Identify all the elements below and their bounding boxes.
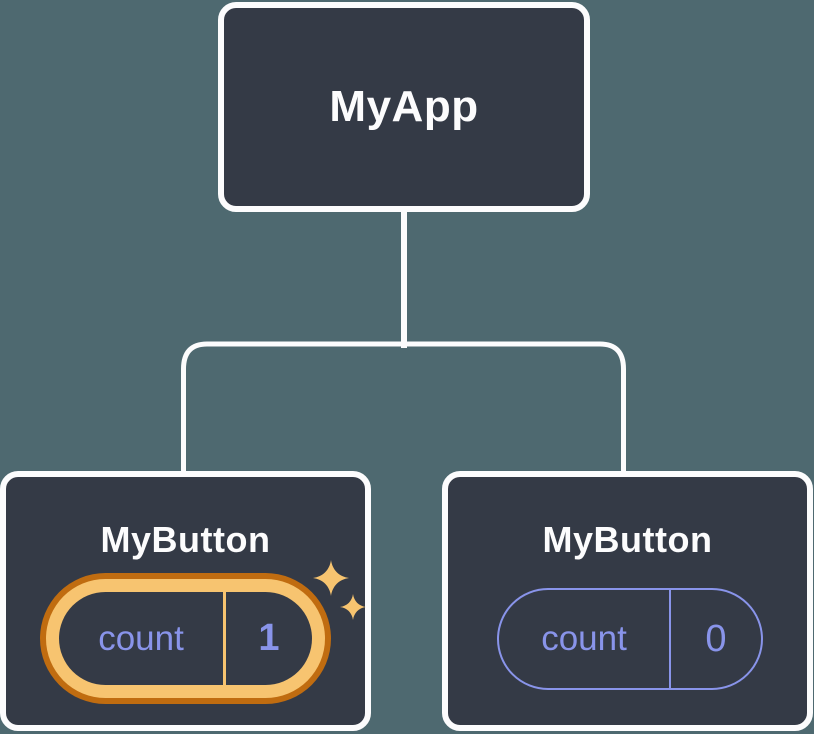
state-value-label: 0 bbox=[705, 617, 727, 660]
node-mybutton-1-label: MyButton bbox=[100, 519, 271, 560]
state-pill-divider bbox=[669, 590, 671, 688]
node-myapp-box bbox=[218, 2, 590, 212]
state-pill-highlighted: count 1 bbox=[40, 573, 331, 704]
state-pill-normal: count 0 bbox=[497, 588, 763, 690]
state-name-label: count bbox=[98, 618, 184, 658]
node-myapp-label: MyApp bbox=[329, 82, 479, 131]
state-name-label: count bbox=[541, 619, 627, 658]
connector-branch-line bbox=[181, 341, 626, 472]
state-value-label: 1 bbox=[258, 617, 280, 659]
state-pill-divider bbox=[223, 592, 226, 685]
node-mybutton-2-label: MyButton bbox=[542, 519, 713, 560]
state-pill-highlight-ring: count 1 bbox=[46, 579, 325, 698]
state-pill-body: count 1 bbox=[59, 592, 312, 685]
